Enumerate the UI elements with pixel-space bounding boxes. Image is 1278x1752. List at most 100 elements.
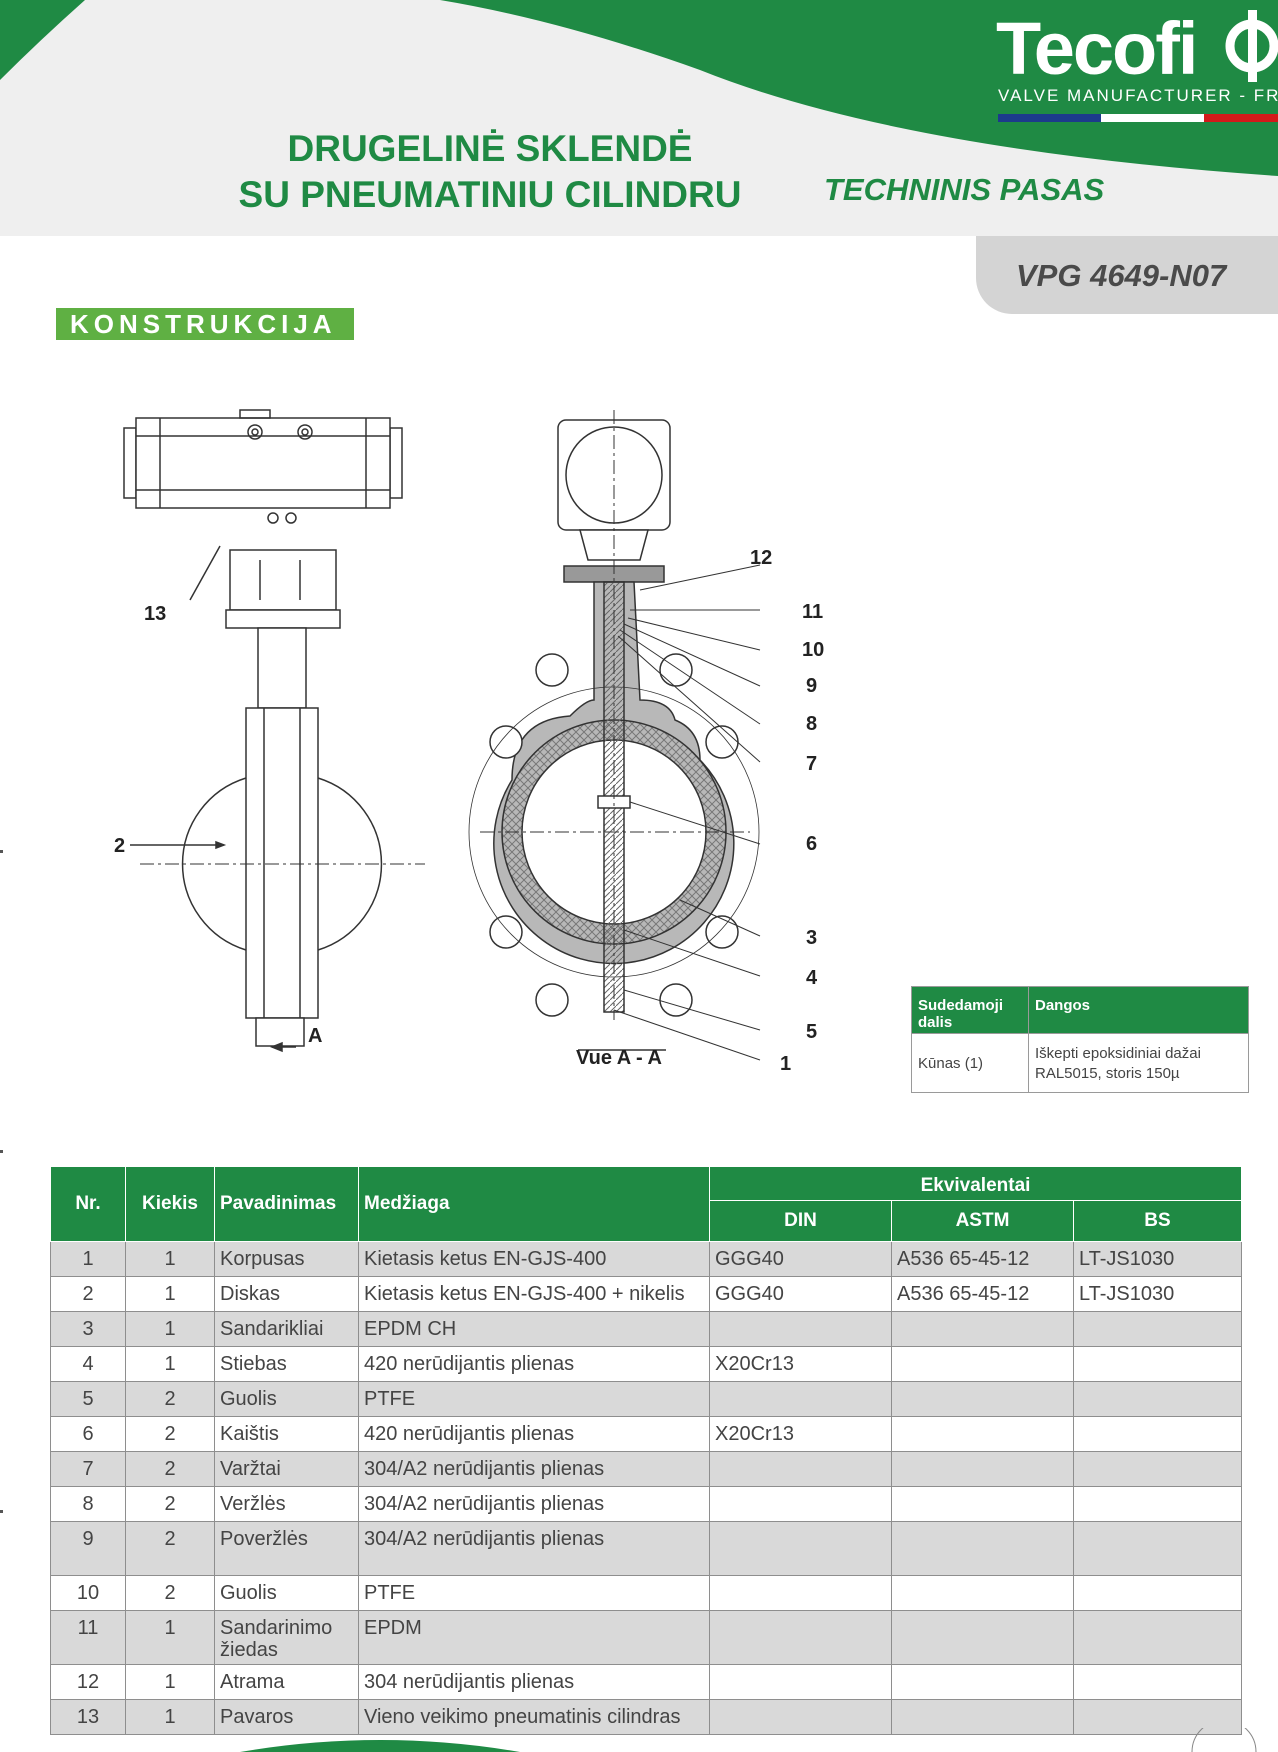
cell-qty: 2 (125, 1486, 215, 1522)
cell-bs (1073, 1381, 1242, 1417)
cell-material: EPDM CH (358, 1311, 710, 1347)
cell-qty: 2 (125, 1451, 215, 1487)
cell-bs: LT-JS1030 (1073, 1276, 1242, 1312)
cell-bs (1073, 1311, 1242, 1347)
product-code-tab: VPG 4649-N07 (976, 236, 1278, 314)
margin-mark (0, 1150, 3, 1153)
parts-header-row-1: Nr. Kiekis Pavadinimas Medžiaga Ekvivale… (50, 1166, 1242, 1242)
cell-nr: 7 (50, 1451, 126, 1487)
cell-astm (891, 1451, 1074, 1487)
cell-name: Diskas (214, 1276, 359, 1312)
callout-10: 10 (802, 639, 824, 661)
cell-astm (891, 1575, 1074, 1611)
cell-din (709, 1486, 892, 1522)
flag-bar (998, 114, 1278, 122)
side-view (123, 409, 425, 1053)
cell-nr: 1 (50, 1241, 126, 1277)
cell-astm (891, 1610, 1074, 1665)
callout-11: 11 (802, 601, 823, 623)
product-code: VPG 4649-N07 (1016, 258, 1227, 293)
cell-material: 304/A2 nerūdijantis plienas (358, 1521, 710, 1576)
cell-material: 304/A2 nerūdijantis plienas (358, 1486, 710, 1522)
cell-nr: 10 (50, 1575, 126, 1611)
callout-1: 1 (780, 1053, 791, 1075)
cell-material: 420 nerūdijantis plienas (358, 1346, 710, 1382)
cell-din: GGG40 (709, 1276, 892, 1312)
margin-mark (0, 850, 3, 853)
cell-bs (1073, 1451, 1242, 1487)
cell-nr: 9 (50, 1521, 126, 1576)
cell-din: X20Cr13 (709, 1416, 892, 1452)
cell-name: Stiebas (214, 1346, 359, 1382)
view-label: Vue A - A (576, 1047, 662, 1069)
cell-material: 420 nerūdijantis plienas (358, 1416, 710, 1452)
valve-drawing: 13 2 A 12 (114, 409, 824, 1075)
cell-name: Poveržlės (214, 1521, 359, 1576)
cell-name: Guolis (214, 1575, 359, 1611)
header-qty: Kiekis (125, 1166, 215, 1242)
cell-name: Guolis (214, 1381, 359, 1417)
cell-din (709, 1664, 892, 1700)
cell-qty: 2 (125, 1416, 215, 1452)
title-line-2: SU PNEUMATINIU CILINDRU (238, 174, 742, 215)
callout-5: 5 (806, 1021, 817, 1043)
brand-logo: Tecofi VALVE MANUFACTURER - FRA (996, 6, 1278, 130)
brand-mark-icon (1225, 10, 1278, 82)
callout-8: 8 (806, 713, 817, 735)
cell-astm: A536 65-45-12 (891, 1241, 1074, 1277)
callout-7: 7 (806, 753, 817, 775)
cell-nr: 2 (50, 1276, 126, 1312)
cell-material: 304/A2 nerūdijantis plienas (358, 1451, 710, 1487)
cell-qty: 1 (125, 1610, 215, 1665)
cell-bs (1073, 1699, 1242, 1735)
header-material: Medžiaga (358, 1166, 710, 1242)
cell-name: Sandarikliai (214, 1311, 359, 1347)
cell-bs (1073, 1610, 1242, 1665)
cell-din (709, 1610, 892, 1665)
cell-bs (1073, 1575, 1242, 1611)
cell-qty: 1 (125, 1311, 215, 1347)
cell-din: X20Cr13 (709, 1346, 892, 1382)
cell-nr: 4 (50, 1346, 126, 1382)
cell-bs (1073, 1416, 1242, 1452)
cell-nr: 3 (50, 1311, 126, 1347)
callout-6: 6 (806, 833, 817, 855)
header-bs: BS (1073, 1200, 1242, 1242)
cell-din (709, 1451, 892, 1487)
cell-material: Kietasis ketus EN-GJS-400 + nikelis (358, 1276, 710, 1312)
cell-bs (1073, 1664, 1242, 1700)
cell-name: Pavaros (214, 1699, 359, 1735)
margin-mark (0, 1510, 3, 1513)
coating-table: Sudedamoji dalis Dangos Kūnas (1) Iškept… (911, 986, 1249, 1093)
cell-bs (1073, 1346, 1242, 1382)
title-line-1: DRUGELINĖ SKLENDĖ (287, 128, 693, 169)
cell-name: Atrama (214, 1664, 359, 1700)
footer-swoosh (240, 1728, 1278, 1752)
cell-din (709, 1521, 892, 1576)
coating-row: Kūnas (1) Iškepti epoksidiniai dažai RAL… (911, 1033, 1249, 1093)
cell-qty: 1 (125, 1276, 215, 1312)
cell-name: Kaištis (214, 1416, 359, 1452)
cell-nr: 11 (50, 1610, 126, 1665)
cell-nr: 12 (50, 1664, 126, 1700)
callout-9: 9 (806, 675, 817, 697)
coating-description: Iškepti epoksidiniai dažai RAL5015, stor… (1028, 1033, 1249, 1093)
coating-header-coating: Dangos (1028, 986, 1249, 1034)
section-marker: A (308, 1025, 322, 1047)
document-title: DRUGELINĖ SKLENDĖ SU PNEUMATINIU CILINDR… (150, 126, 830, 218)
parts-table: Nr. Kiekis Pavadinimas Medžiaga Ekvivale… (50, 1166, 1242, 1735)
cell-material: 304 nerūdijantis plienas (358, 1664, 710, 1700)
cell-din (709, 1575, 892, 1611)
